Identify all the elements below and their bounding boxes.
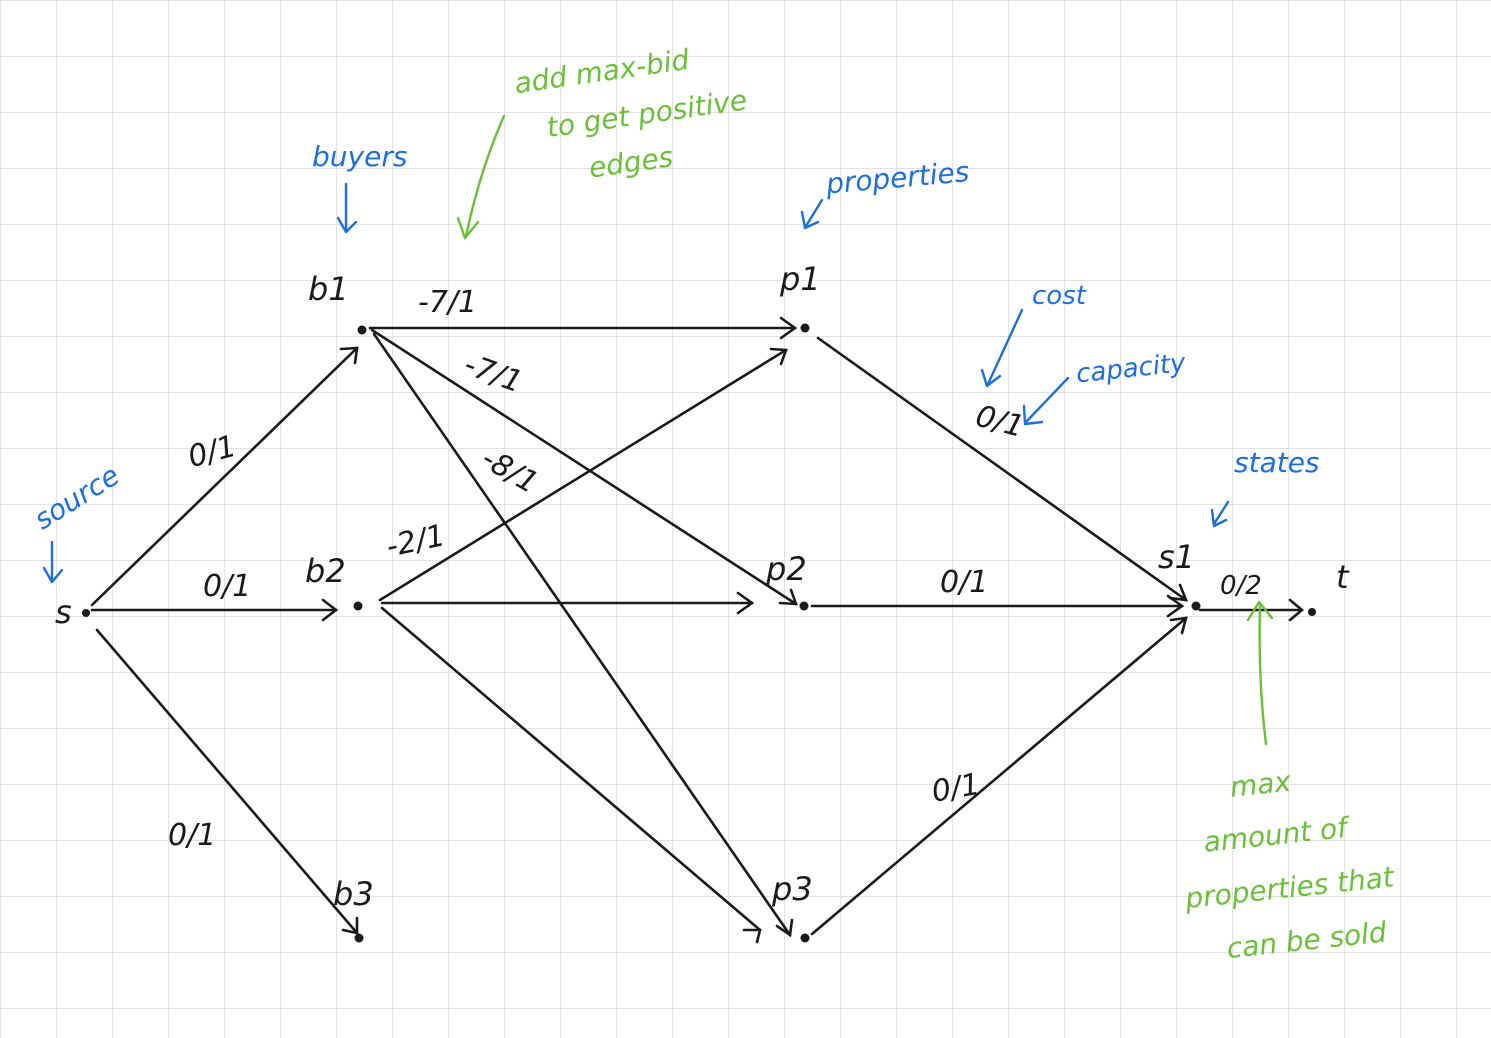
node-label-p1: p1 bbox=[779, 260, 821, 298]
annotation-max-amount: max amount of properties that can be sol… bbox=[1183, 765, 1397, 965]
states-arrow-icon bbox=[1210, 500, 1230, 528]
edge-label-s-b2: 0/1 bbox=[203, 569, 251, 604]
annotation-capacity: capacity bbox=[1075, 348, 1188, 389]
edge-label-b1-p3: -8/1 bbox=[475, 441, 544, 501]
annotation-max-bid-line-1: add max-bid bbox=[512, 43, 691, 100]
node-label-s: s bbox=[55, 593, 72, 631]
node-dot-b2 bbox=[353, 601, 363, 611]
blue-annotations: buyers properties source states cost cap… bbox=[28, 140, 1320, 584]
edge-p3-s1 bbox=[810, 616, 1188, 936]
node-dots bbox=[82, 323, 1316, 943]
node-dot-p3 bbox=[800, 933, 810, 943]
annotation-max-bid-line-3: edges bbox=[587, 140, 675, 184]
node-label-b2: b2 bbox=[305, 552, 346, 590]
edge-b1-p3 bbox=[372, 332, 792, 937]
annotation-cost: cost bbox=[1032, 281, 1087, 311]
edge-s1-t-arrowhead bbox=[1288, 598, 1305, 622]
node-label-b1: b1 bbox=[308, 270, 349, 308]
edge-b2-p1 bbox=[378, 348, 788, 602]
edge-label-p3-s1: 0/1 bbox=[929, 767, 983, 810]
edge-p1-s1-arrowhead bbox=[1168, 583, 1189, 602]
node-dot-s bbox=[82, 609, 90, 617]
edge-s-b3-arrowhead bbox=[341, 916, 359, 935]
edge-label-b1-p1: -7/1 bbox=[418, 285, 477, 320]
edge-b1-p3-arrowhead bbox=[775, 918, 794, 938]
annotation-max-amount-line-2: amount of bbox=[1202, 811, 1353, 859]
annotation-properties: properties bbox=[824, 155, 971, 200]
edge-s-b1 bbox=[90, 346, 359, 607]
edge-b1-p1-arrowhead bbox=[779, 316, 798, 340]
edge-p3-s1-arrowhead bbox=[1169, 616, 1188, 635]
node-dot-t bbox=[1308, 608, 1316, 616]
edge-b2-p2-arrowhead bbox=[736, 591, 755, 615]
edge-label-s1-t: 0/2 bbox=[1220, 571, 1262, 601]
node-label-p2: p2 bbox=[765, 550, 807, 588]
edge-label-b2-p1: -2/1 bbox=[383, 518, 448, 565]
source-arrow-icon bbox=[42, 540, 64, 584]
node-label-s1: s1 bbox=[1158, 538, 1195, 576]
node-label-b3: b3 bbox=[333, 875, 374, 913]
edge-label-s-b3: 0/1 bbox=[168, 818, 216, 853]
node-dot-b1 bbox=[357, 325, 367, 335]
annotation-max-bid-line-2: to get positive bbox=[545, 83, 749, 144]
node-dot-s1 bbox=[1191, 601, 1201, 611]
edge-b1-p2 bbox=[370, 328, 798, 606]
cost-arrow-icon bbox=[980, 308, 1024, 388]
node-labels: s b1 b2 b3 p1 p2 p3 s1 t bbox=[55, 260, 1350, 913]
buyers-arrow-icon bbox=[336, 182, 358, 234]
properties-arrow-icon bbox=[800, 198, 824, 230]
max-amount-arrow-icon bbox=[1246, 600, 1274, 746]
node-dot-p1 bbox=[800, 323, 810, 333]
annotation-buyers: buyers bbox=[312, 140, 407, 173]
annotation-source: source bbox=[28, 459, 125, 537]
edge-label-p2-s1: 0/1 bbox=[940, 565, 988, 600]
edge-s-b2-arrowhead bbox=[321, 598, 339, 622]
edge-p2-s1-arrowhead bbox=[1166, 594, 1185, 618]
node-label-p3: p3 bbox=[771, 870, 813, 908]
edge-s-b1-arrowhead bbox=[339, 346, 359, 365]
capacity-arrow-icon bbox=[1022, 376, 1070, 426]
node-dot-p2 bbox=[799, 601, 809, 611]
annotation-states: states bbox=[1234, 446, 1320, 479]
edge-b1-p2-arrowhead bbox=[778, 588, 798, 606]
annotation-max-amount-line-4: can be sold bbox=[1225, 915, 1388, 965]
annotation-max-amount-line-1: max bbox=[1228, 765, 1293, 804]
edge-p1-s1 bbox=[816, 336, 1188, 602]
edge-s-b3 bbox=[95, 628, 359, 935]
annotation-max-amount-line-3: properties that bbox=[1183, 860, 1397, 915]
max-bid-arrow-icon bbox=[456, 114, 506, 240]
annotation-max-bid: add max-bid to get positive edges bbox=[512, 43, 749, 185]
node-dot-b3 bbox=[354, 933, 364, 943]
edges bbox=[90, 316, 1305, 944]
edge-b2-p3 bbox=[380, 606, 762, 932]
edge-b2-p3-arrowhead bbox=[742, 928, 762, 944]
edge-b2-p1-arrowhead bbox=[769, 347, 788, 366]
edge-label-p1-s1: 0/1 bbox=[972, 399, 1028, 445]
node-label-t: t bbox=[1336, 558, 1350, 596]
